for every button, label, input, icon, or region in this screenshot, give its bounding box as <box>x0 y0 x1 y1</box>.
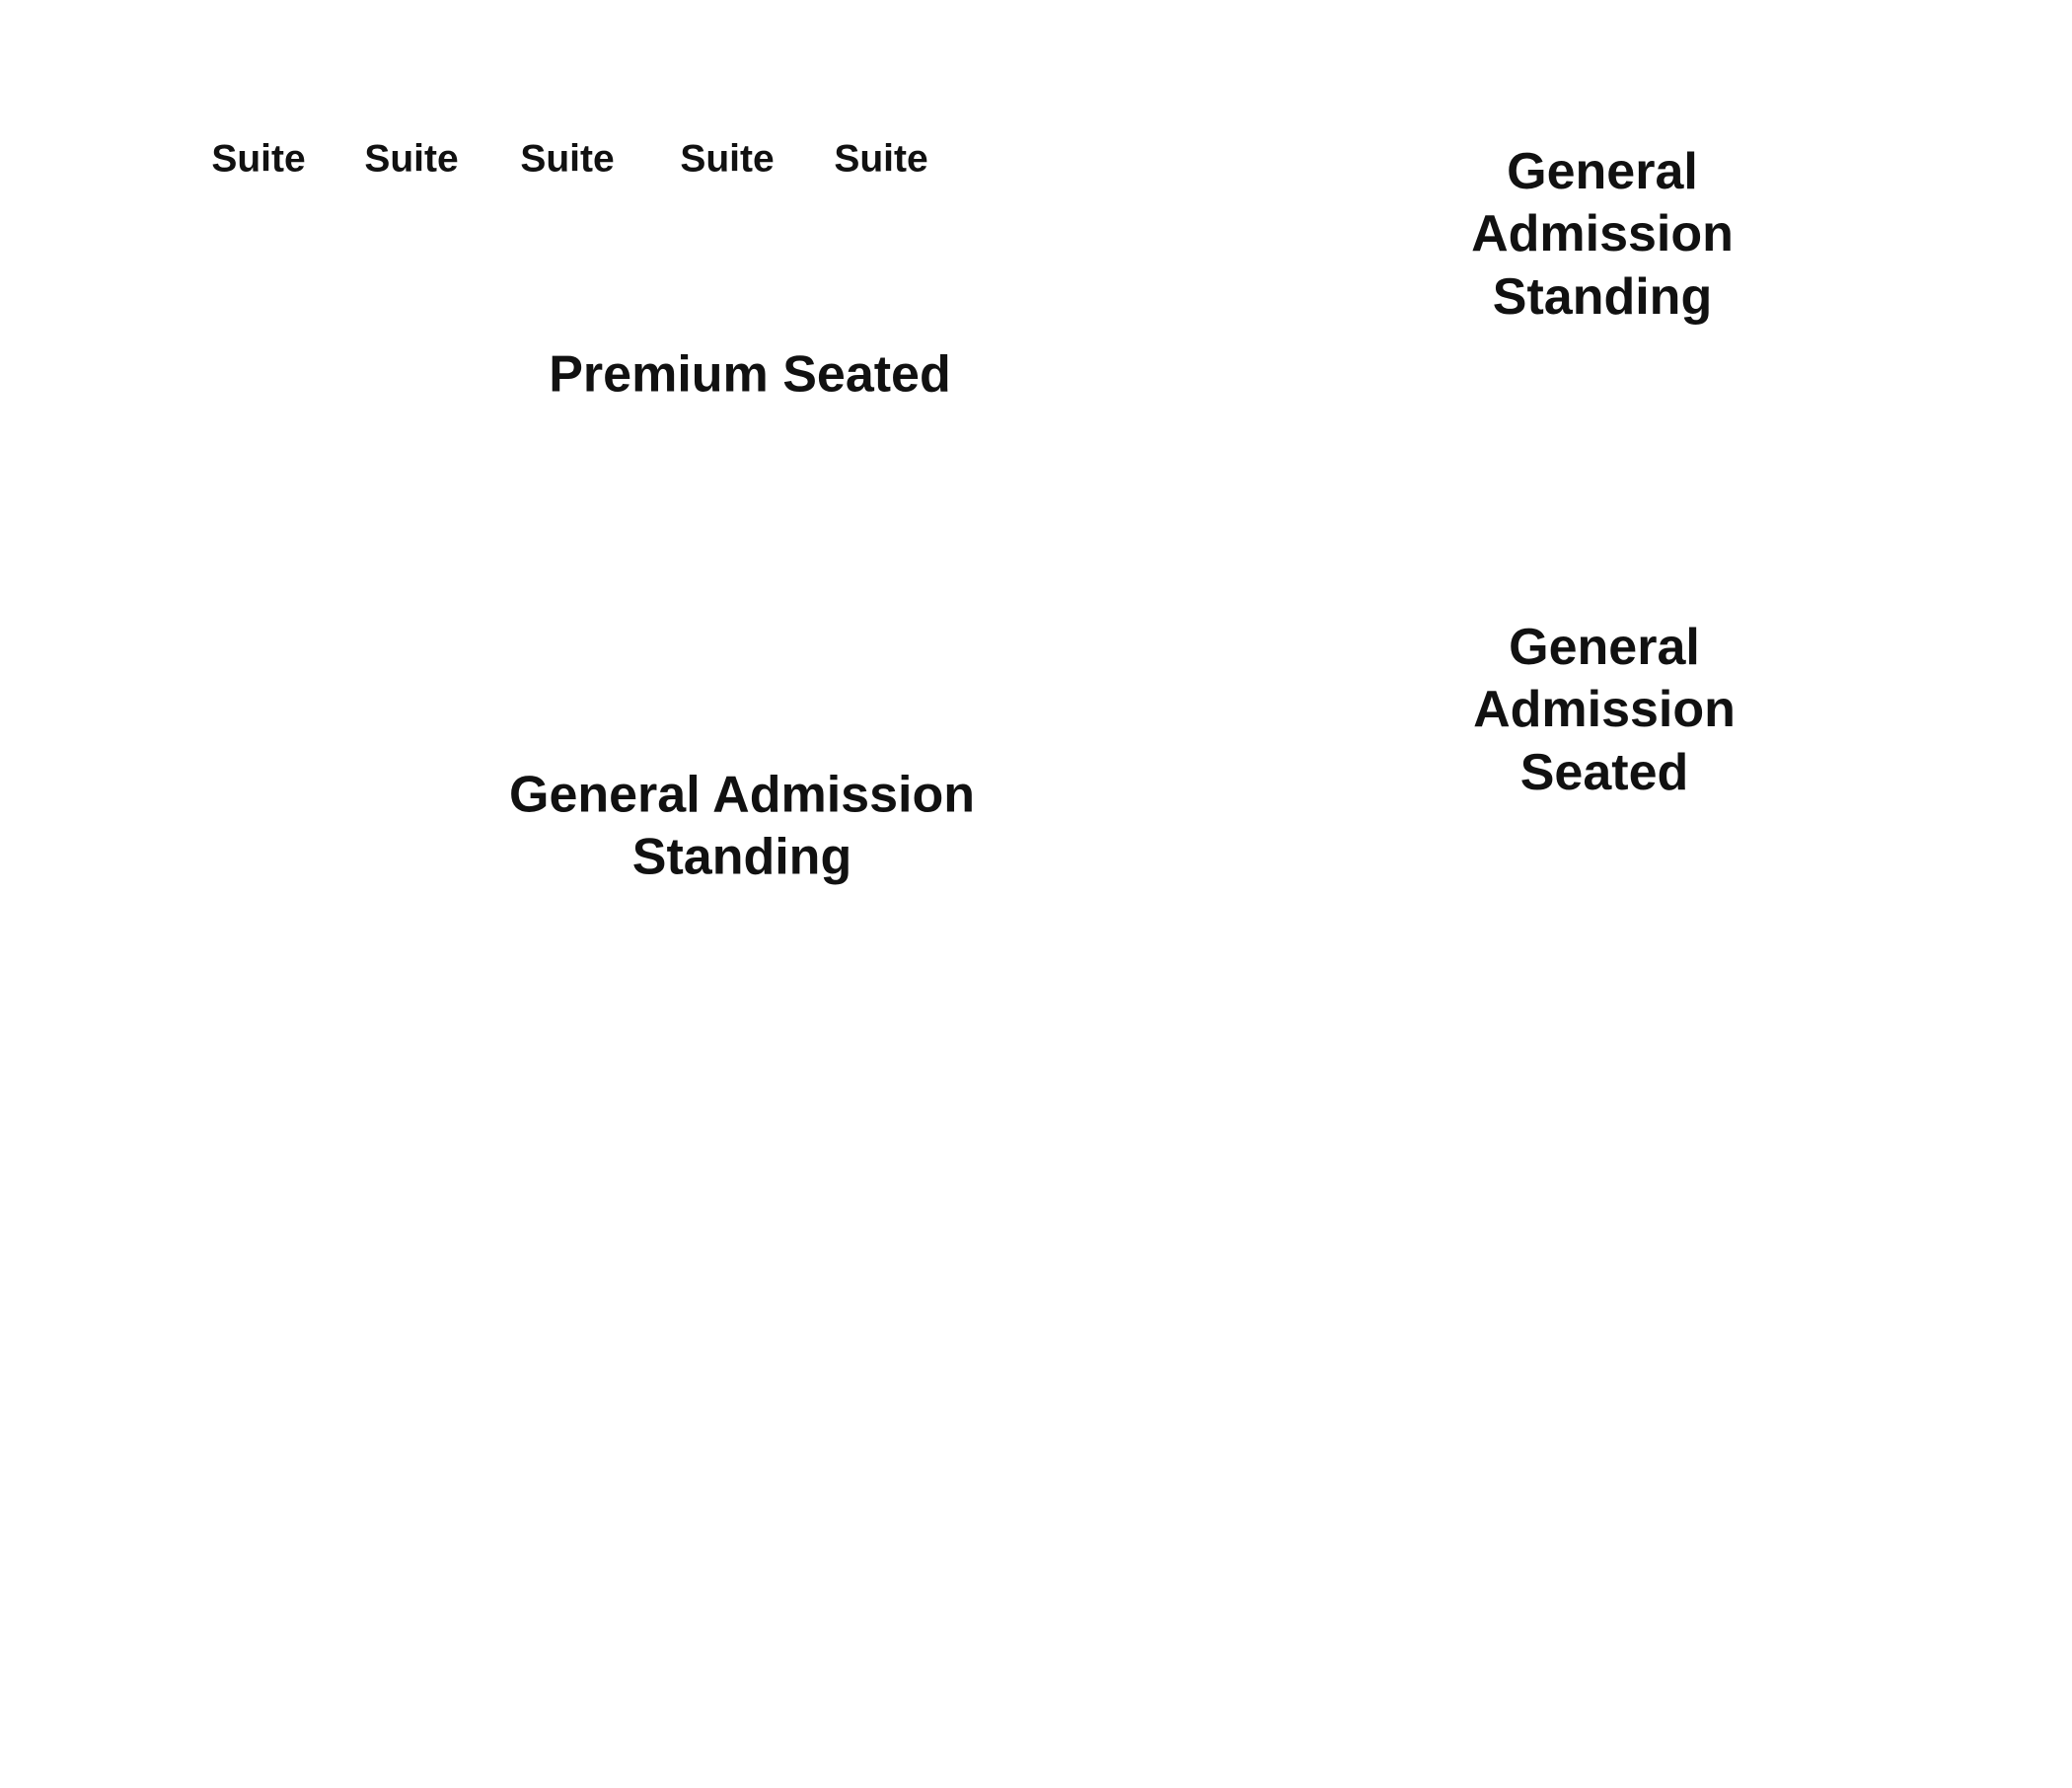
suite-1-label: Suite <box>211 137 306 181</box>
suite-4-label: Suite <box>680 137 775 181</box>
premium-seated-label: Premium Seated <box>549 345 951 404</box>
general-admission-standing-center-label: General Admission Standing <box>509 766 975 886</box>
suite-3-label: Suite <box>520 137 615 181</box>
suite-5-label: Suite <box>834 137 928 181</box>
general-admission-standing-right-label: General Admission Standing <box>1471 142 1734 326</box>
suite-2-label: Suite <box>364 137 459 181</box>
general-admission-seated-right-label: General Admission Seated <box>1473 618 1736 801</box>
